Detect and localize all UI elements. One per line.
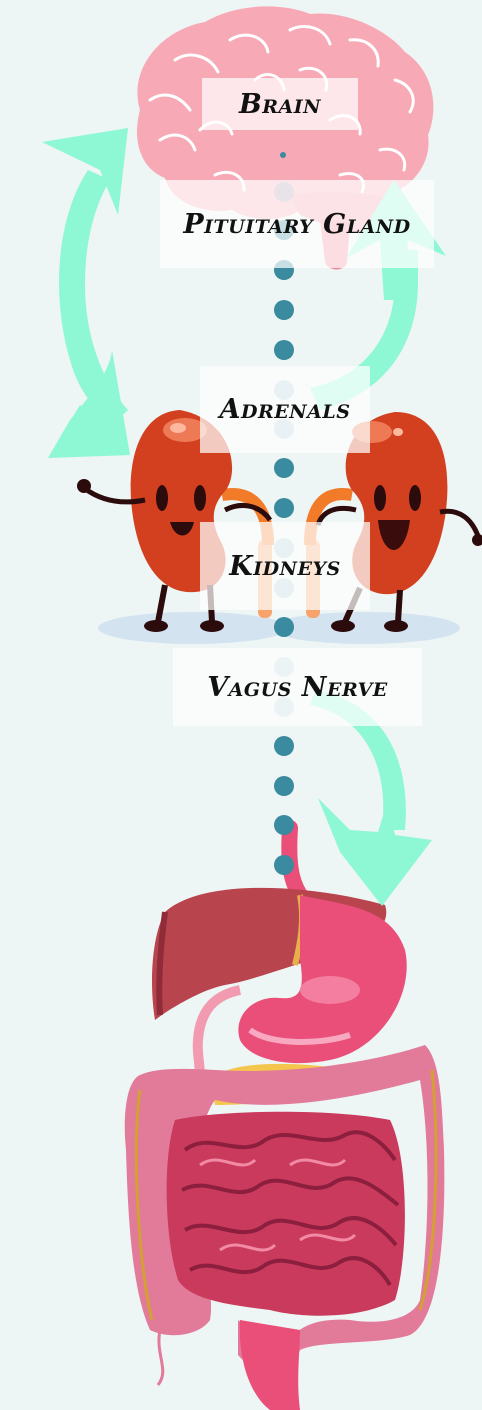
arrow-cycle-left	[42, 128, 130, 458]
kidneys-label: Kidneys	[200, 522, 370, 610]
kidneys-label-text: Kidneys	[229, 551, 340, 582]
brain-label: Brain	[202, 78, 358, 130]
adrenals-label: Adrenals	[200, 366, 370, 453]
vagus-nerve-label-text: Vagus Nerve	[207, 672, 388, 703]
digestive-system-illustration	[125, 828, 445, 1410]
brain-label-text: Brain	[239, 89, 321, 120]
pituitary-gland-label: Pituitary Gland	[160, 180, 434, 268]
vagus-nerve-label: Vagus Nerve	[173, 648, 422, 726]
pituitary-gland-label-text: Pituitary Gland	[183, 209, 410, 240]
adrenals-label-text: Adrenals	[220, 394, 351, 425]
